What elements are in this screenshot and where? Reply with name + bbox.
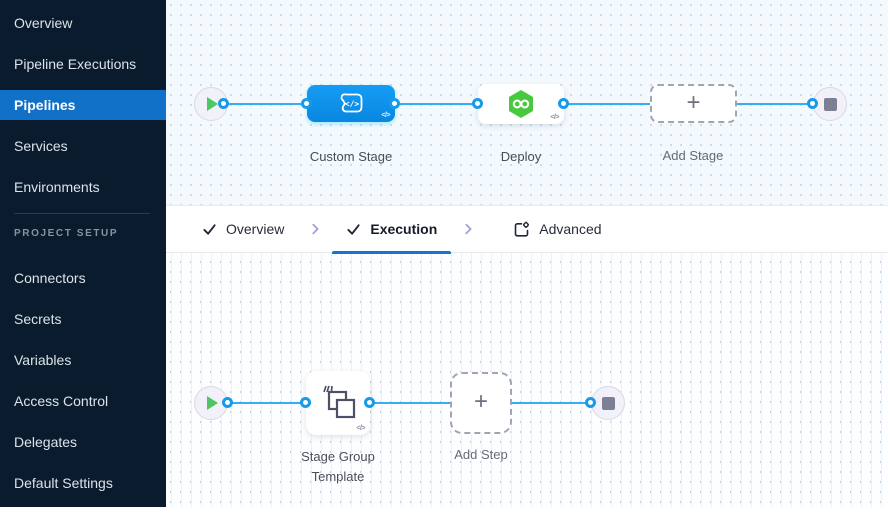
sidebar-item-connectors[interactable]: Connectors [14, 270, 86, 286]
connector-port[interactable] [222, 397, 233, 408]
deploy-stage-label: Deploy [500, 149, 542, 164]
sidebar-item-pipeline-executions[interactable]: Pipeline Executions [14, 56, 137, 72]
connector-port[interactable] [364, 397, 375, 408]
plus-icon: + [473, 388, 488, 415]
stage-group-template-label: Stage Group Template [301, 449, 375, 484]
tab-separator [455, 222, 481, 236]
deploy-stage-node[interactable]: </> [478, 84, 564, 124]
custom-stage-label: Custom Stage [309, 149, 393, 164]
sidebar-item-pipelines[interactable]: Pipelines [0, 90, 166, 120]
project-setup-heading: PROJECT SETUP [14, 228, 119, 239]
sidebar-item-access-control[interactable]: Access Control [14, 393, 109, 409]
tab-overview-label: Overview [226, 221, 285, 237]
add-stage-button[interactable]: + [650, 84, 737, 123]
custom-stage-node[interactable]: </> </> [307, 85, 395, 122]
chevron-right-icon [465, 223, 472, 235]
tab-overview[interactable]: Overview [184, 205, 302, 253]
stage-tabbar: Overview Execution [166, 205, 888, 254]
stop-icon [823, 97, 837, 111]
connector-port[interactable] [472, 98, 483, 109]
stage-group-template-icon [323, 385, 356, 419]
tab-execution[interactable]: Execution [328, 205, 455, 254]
sidebar-divider [14, 213, 150, 214]
code-view-badge: </> [550, 114, 559, 121]
edge-line [224, 103, 301, 105]
stage-group-template-node[interactable]: </> [306, 371, 370, 435]
panel-gear-icon [514, 221, 530, 237]
edge-line [228, 402, 306, 404]
code-view-badge: </> [356, 425, 365, 432]
execution-canvas[interactable]: </> + Stage Group Template Add Step [166, 253, 888, 507]
edge-line [370, 402, 450, 404]
add-stage-label: Add Stage [662, 148, 724, 163]
chevron-right-icon [312, 223, 319, 235]
svg-text:</>: </> [345, 100, 360, 109]
edge-line [395, 103, 478, 105]
stage-canvas[interactable]: </> </> </> + [166, 0, 888, 205]
tab-advanced-label: Advanced [539, 221, 602, 237]
connector-port[interactable] [585, 397, 596, 408]
plus-icon: + [686, 88, 701, 116]
sidebar-item-default-settings[interactable]: Default Settings [14, 475, 113, 491]
tab-advanced[interactable]: Advanced [495, 205, 619, 253]
sidebar-item-variables[interactable]: Variables [14, 352, 72, 368]
sidebar-item-delegates[interactable]: Delegates [14, 434, 78, 450]
check-icon [203, 223, 216, 235]
sidebar-item-environments[interactable]: Environments [14, 179, 100, 195]
sidebar: Overview Pipeline Executions Pipelines S… [0, 0, 166, 507]
connector-port[interactable] [389, 98, 400, 109]
tab-separator [302, 222, 328, 236]
execution-end-node[interactable] [591, 386, 625, 420]
edge-line [512, 402, 591, 404]
tab-execution-label: Execution [370, 221, 438, 237]
play-icon [206, 396, 218, 410]
connector-port[interactable] [218, 98, 229, 109]
connector-port[interactable] [558, 98, 569, 109]
play-icon [206, 97, 218, 111]
add-step-button[interactable]: + [450, 372, 512, 434]
sidebar-item-overview[interactable]: Overview [14, 15, 73, 31]
connector-port[interactable] [807, 98, 818, 109]
edge-line [564, 103, 650, 105]
check-icon [347, 223, 360, 235]
connector-port[interactable] [300, 397, 311, 408]
sidebar-item-services[interactable]: Services [14, 138, 68, 154]
pipeline-end-node[interactable] [813, 87, 847, 121]
main-area: </> </> </> + [166, 0, 888, 507]
edge-line [737, 103, 813, 105]
add-step-label: Add Step [454, 447, 508, 462]
code-stage-icon: </> [340, 93, 363, 113]
sidebar-item-secrets[interactable]: Secrets [14, 311, 62, 327]
code-view-badge: </> [381, 112, 390, 119]
cd-hexagon-icon [509, 90, 533, 118]
connector-port[interactable] [301, 98, 312, 109]
stop-icon [601, 396, 615, 410]
